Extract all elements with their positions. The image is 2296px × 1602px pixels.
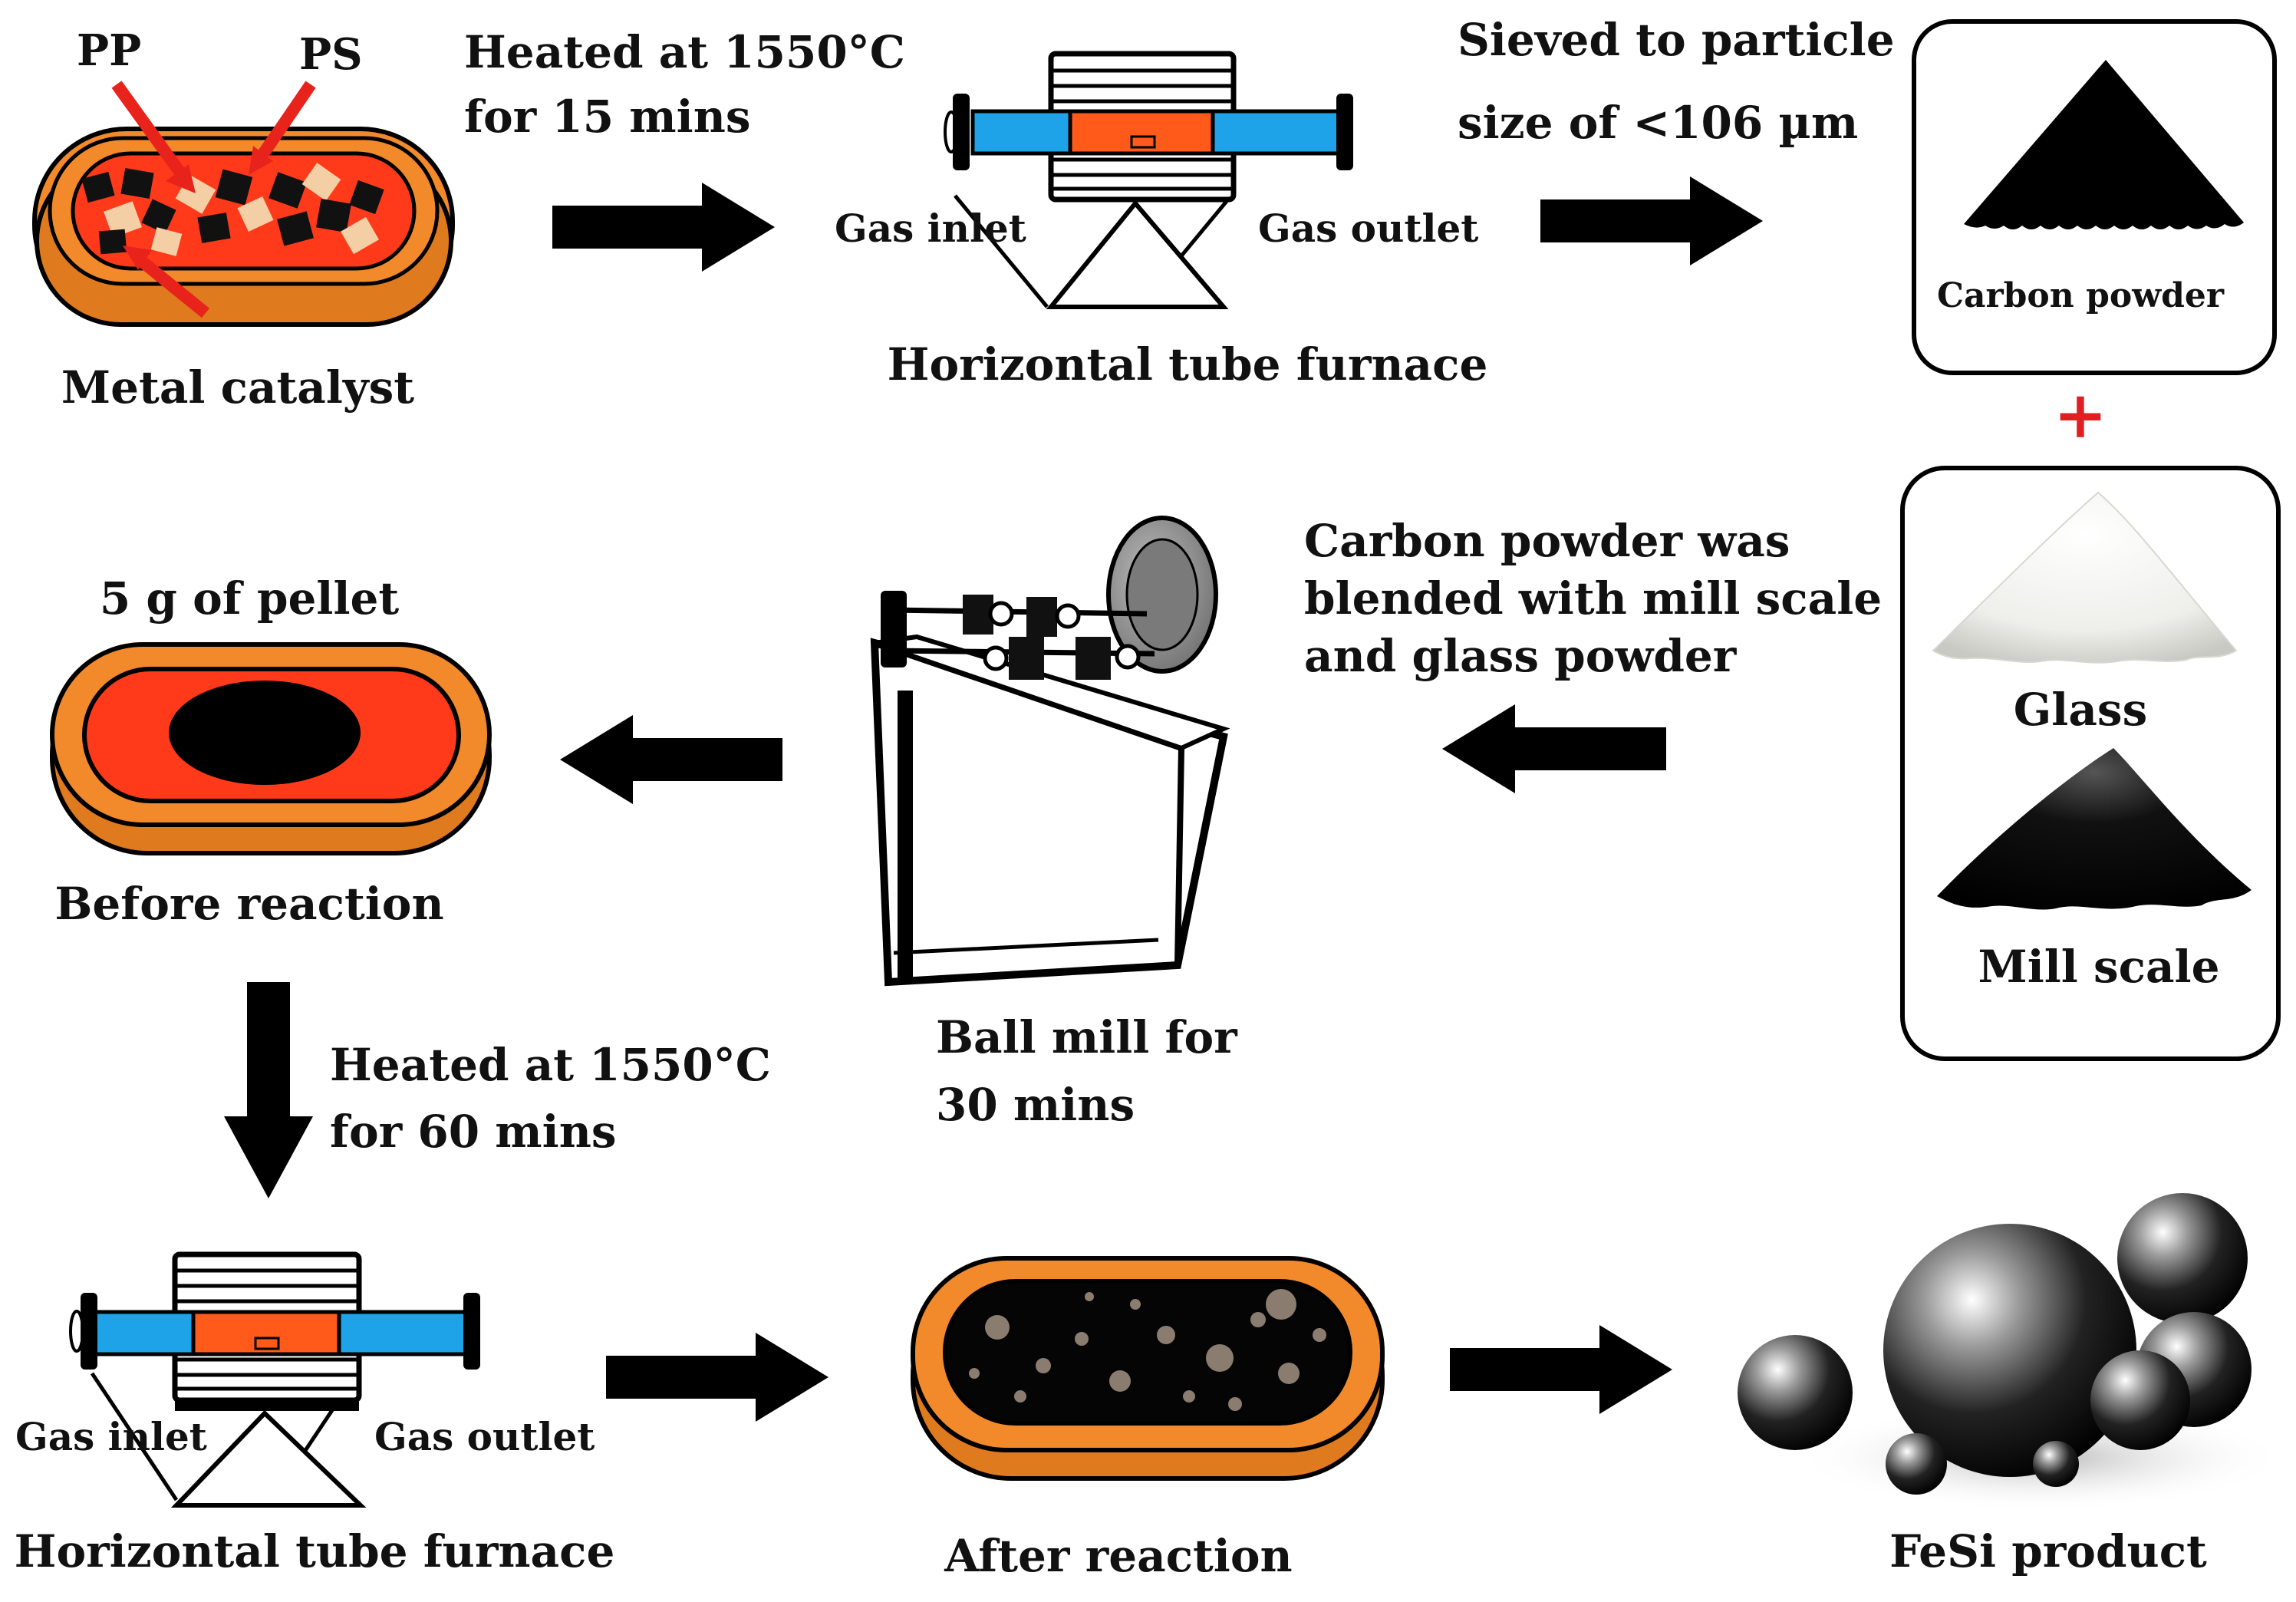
after-reaction-label: After reaction <box>944 1530 1292 1582</box>
gas-outlet-label-top: Gas outlet <box>1258 206 1478 251</box>
ball-mill-line2: 30 mins <box>936 1079 1135 1131</box>
sieve-line2: size of <106 µm <box>1458 97 1858 149</box>
mill-scale-label: Mill scale <box>1978 941 2220 993</box>
furnace-title-bottom: Horizontal tube furnace <box>15 1525 615 1577</box>
pp-label: PP <box>77 25 141 76</box>
pellet-mass-label: 5 g of pellet <box>100 572 400 625</box>
residue-specks <box>969 1289 1326 1411</box>
horizontal-tube-furnace-bottom <box>69 1251 480 1508</box>
metal-catalyst-boat <box>32 81 455 327</box>
carbon-powder-label: Carbon powder <box>1937 276 2225 315</box>
before-reaction-label: Before reaction <box>54 878 443 930</box>
after-reaction-boat <box>911 1256 1385 1481</box>
fesi-product-label: FeSi product <box>1889 1525 2207 1577</box>
gas-inlet-label-top: Gas inlet <box>835 206 1026 251</box>
gas-outlet-label-bottom: Gas outlet <box>374 1414 595 1459</box>
ball-mill-line1: Ball mill for <box>936 1011 1238 1063</box>
glass-label: Glass <box>2014 684 2147 736</box>
heat-step1-line1: Heated at 1550°C <box>464 26 905 78</box>
arrow-right-2 <box>1540 176 1763 265</box>
pellet-boat-before <box>50 642 492 855</box>
heat-step2-line1: Heated at 1550°C <box>330 1039 771 1091</box>
arrow-left-1 <box>1442 704 1666 793</box>
arrow-right-4 <box>1450 1325 1672 1414</box>
fesi-spheres <box>1738 1193 2286 1511</box>
arrow-right-3 <box>606 1333 828 1422</box>
gas-inlet-label-bottom: Gas inlet <box>15 1414 207 1459</box>
glass-millscale-box <box>1900 466 2281 1061</box>
arrow-down <box>224 982 313 1198</box>
blend-line1: Carbon powder was <box>1304 515 1790 567</box>
ball-mill-machine <box>870 516 1230 987</box>
arrow-right-1 <box>552 183 775 272</box>
heat-step1-line2: for 15 mins <box>464 91 751 143</box>
metal-catalyst-label: Metal catalyst <box>61 361 414 414</box>
arrow-left-2 <box>560 715 782 804</box>
furnace-title-top: Horizontal tube furnace <box>888 338 1488 391</box>
plus-sign: + <box>2054 377 2107 453</box>
polymer-pieces <box>81 163 384 256</box>
sieve-line1: Sieved to particle <box>1458 14 1895 66</box>
pointer-arrows <box>111 81 316 318</box>
heat-step2-line2: for 60 mins <box>330 1106 617 1158</box>
ps-label: PS <box>299 29 363 80</box>
blend-line3: and glass powder <box>1304 630 1738 682</box>
blend-line2: blended with mill scale <box>1304 572 1882 625</box>
horizontal-tube-furnace-top <box>944 51 1353 309</box>
carbon-powder-box <box>1912 19 2277 375</box>
